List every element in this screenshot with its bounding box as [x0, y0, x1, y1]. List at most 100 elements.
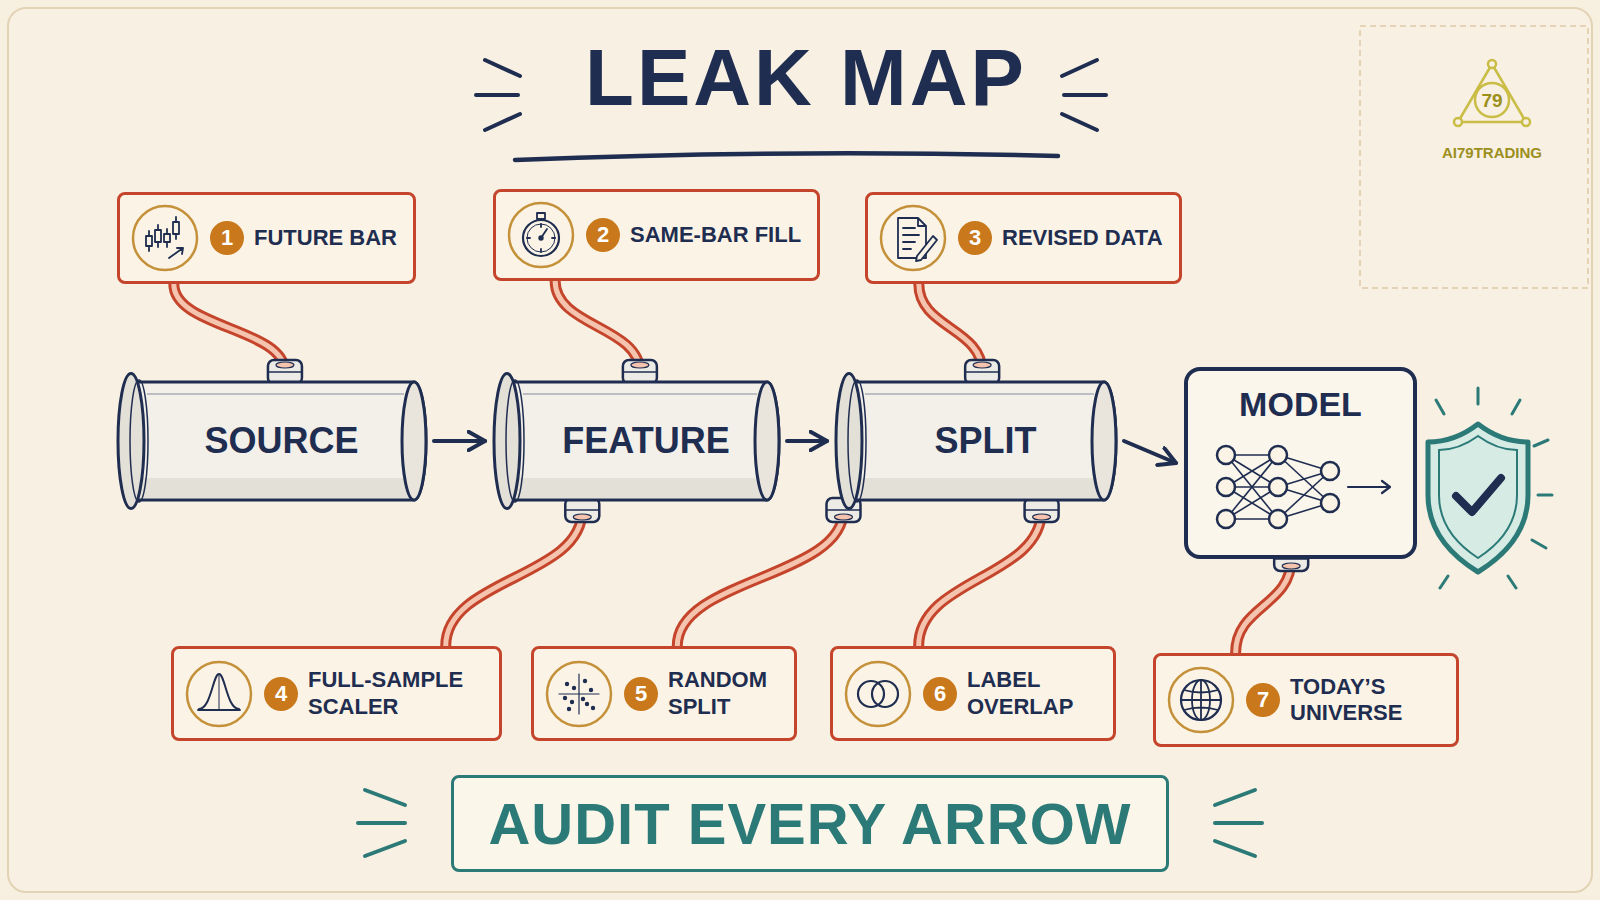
watermark-text: AI79TRADING	[1442, 144, 1542, 161]
watermark-frame	[1360, 26, 1588, 288]
callout-number: 7	[1246, 683, 1280, 717]
leak-hose	[919, 284, 999, 384]
pipe-flange-inner	[848, 380, 866, 502]
flow-arrow	[434, 441, 485, 442]
caption-banner: AUDIT EVERY ARROW	[451, 775, 1168, 872]
candles-icon	[146, 217, 183, 258]
hose-inner	[446, 510, 583, 646]
leak-hose	[446, 498, 600, 646]
hose-outer	[446, 510, 583, 646]
pipe-body	[507, 382, 779, 500]
network-drawing	[1206, 433, 1396, 541]
callout-icon	[130, 203, 200, 273]
pipe-flange	[118, 374, 144, 509]
icon-ring	[1169, 668, 1233, 732]
leak-hose	[919, 498, 1059, 646]
leak-hose	[677, 498, 860, 646]
pipe-flange	[836, 374, 862, 509]
leak-callout: 6 LABEL OVERLAP	[830, 646, 1116, 741]
callout-icon	[878, 203, 948, 273]
pipe-flange	[494, 374, 520, 509]
callout-label: SAME-BAR FILL	[630, 222, 801, 248]
pipe-highlight	[865, 394, 1094, 395]
pipe-shade	[509, 478, 767, 498]
hose-inner	[677, 510, 843, 646]
hose-inner	[919, 510, 1042, 646]
callout-number: 5	[624, 677, 658, 711]
pipe-stage: SPLIT	[835, 372, 1118, 510]
circles-icon	[858, 681, 898, 707]
callout-icon	[843, 659, 913, 729]
flow-arrow	[787, 441, 827, 442]
pipe-highlight	[523, 394, 757, 395]
icon-ring	[547, 662, 611, 726]
leak-hose	[555, 281, 657, 384]
hose-outer	[555, 281, 640, 372]
caption-text: AUDIT EVERY ARROW	[488, 795, 1131, 853]
callout-label: FUTURE BAR	[254, 225, 397, 251]
network-icon	[1217, 446, 1390, 528]
pipe-end	[755, 382, 779, 500]
icon-ring	[881, 206, 945, 270]
bell-icon	[198, 674, 240, 710]
pipe-highlight	[147, 394, 404, 395]
title: LEAK MAP	[585, 38, 1027, 118]
scatter-icon	[559, 674, 599, 714]
flow-arrow	[1124, 441, 1176, 463]
pipe-shade	[851, 478, 1104, 498]
leak-hose	[1236, 547, 1309, 653]
callout-icon	[184, 659, 254, 729]
page-frame	[8, 8, 1592, 892]
hose-inner	[174, 284, 285, 372]
callout-label: FULL-SAMPLE SCALER	[308, 667, 483, 720]
watch-icon	[523, 213, 559, 256]
network-arrow	[1348, 481, 1390, 493]
title-underline	[515, 153, 1058, 160]
leak-callout: 4 FULL-SAMPLE SCALER	[171, 646, 502, 741]
pipe-body	[131, 382, 426, 500]
callout-label: TODAY’S UNIVERSE	[1290, 674, 1420, 727]
globe-icon	[1181, 680, 1221, 720]
callout-label: REVISED DATA	[1002, 225, 1163, 251]
leak-callout: 1 FUTURE BAR	[117, 192, 416, 284]
icon-ring	[846, 662, 910, 726]
callout-icon	[506, 200, 576, 270]
arrow-line	[787, 439, 827, 443]
pipe-shade	[133, 478, 414, 498]
leak-hose	[174, 284, 302, 384]
model-label: MODEL	[1239, 387, 1362, 421]
callout-icon	[1166, 665, 1236, 735]
callout-icon	[544, 659, 614, 729]
model-box: MODEL	[1184, 367, 1417, 559]
arrow-line	[434, 439, 485, 443]
hose-collar	[1025, 498, 1059, 522]
pipe-stage: SOURCE	[117, 372, 428, 510]
doc-icon	[898, 218, 937, 261]
hose-inner	[555, 281, 640, 372]
pipe-end	[402, 382, 426, 500]
hose-outer	[174, 284, 285, 372]
leak-callout: 7 TODAY’S UNIVERSE	[1153, 653, 1459, 747]
callout-number: 3	[958, 221, 992, 255]
callout-number: 2	[586, 218, 620, 252]
leak-callout: 2 SAME-BAR FILL	[493, 189, 820, 281]
pipe-body	[849, 382, 1116, 500]
callout-number: 6	[923, 677, 957, 711]
icon-ring	[133, 206, 197, 270]
hose-inner	[1236, 559, 1292, 653]
icon-ring	[187, 662, 251, 726]
shield-check	[1428, 388, 1552, 588]
hose-collar	[565, 498, 599, 522]
hose-collar	[268, 360, 302, 384]
pipe-label: SPLIT	[934, 423, 1036, 459]
logo-number: 79	[1481, 90, 1502, 112]
pipe-stage: FEATURE	[493, 372, 781, 510]
pipe-flange-inner	[506, 380, 524, 502]
callout-label: LABEL OVERLAP	[967, 667, 1097, 720]
pipe-label: FEATURE	[562, 423, 729, 459]
callout-number: 4	[264, 677, 298, 711]
callout-label: RANDOM SPLIT	[668, 667, 778, 720]
hose-outer	[919, 510, 1042, 646]
callout-number: 1	[210, 221, 244, 255]
icon-ring	[509, 203, 573, 267]
